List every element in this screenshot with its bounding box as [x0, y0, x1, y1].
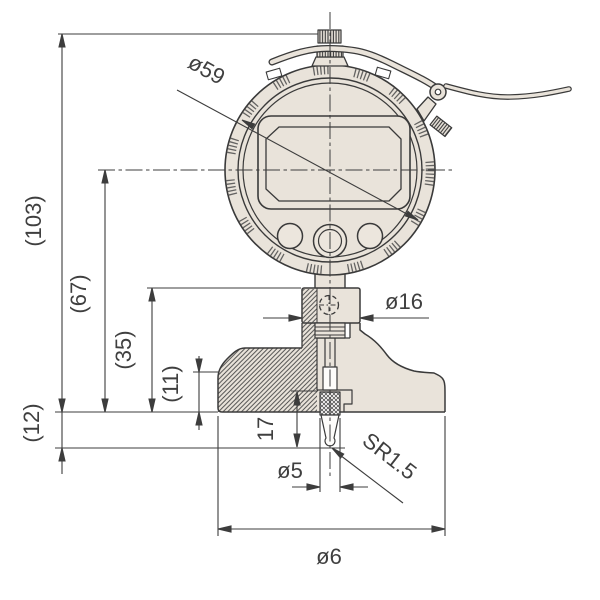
- dim-contact-point-length: 17: [253, 391, 301, 448]
- dim-contact-shaft-diameter: ø5: [277, 418, 368, 492]
- dimensions: (103) (12) (67) (35) (11): [19, 33, 446, 569]
- lever-bracket: [416, 96, 437, 122]
- lever-pivot-hole: [434, 88, 442, 96]
- dim-base-diameter: ø6: [217, 416, 446, 569]
- dim-label-clamp-top-height: (35): [111, 330, 136, 369]
- dim-clamp-top-height: (35): [111, 287, 156, 413]
- bezel-notch-right: [374, 66, 392, 80]
- base-left-hatch: [218, 348, 302, 412]
- stem-clamp-block: [301, 287, 361, 339]
- centerlines: [98, 12, 452, 478]
- button-right: [356, 222, 384, 250]
- dim-label-dial-diameter: ø59: [184, 49, 229, 89]
- dim-center-height: (67): [66, 169, 109, 413]
- button-left: [276, 222, 304, 250]
- lcd-display-window: [265, 126, 402, 202]
- clamp-hatch-strip: [302, 289, 317, 323]
- base-section: [217, 288, 446, 413]
- lever-band: [269, 46, 441, 92]
- bezel-clamp-screw: [429, 115, 453, 138]
- lever-arm: [444, 84, 571, 99]
- dim-base-edge-height: (11): [158, 356, 203, 430]
- bezel-notch-left: [265, 67, 283, 81]
- dim-label-contact-shaft-diameter: ø5: [277, 458, 303, 483]
- dim-label-overall-height: (103): [21, 195, 46, 246]
- dim-tip-sphere-radius: SR1.5: [331, 427, 421, 504]
- dim-label-stem-diameter: ø16: [385, 289, 423, 314]
- lifting-lever-assembly: [268, 29, 572, 138]
- dim-overall-height: (103): [21, 33, 66, 474]
- dim-label-base-edge-height: (11): [158, 365, 183, 403]
- dim-stem-diameter: ø16: [263, 289, 429, 322]
- dim-tip-projection: (12): [19, 403, 66, 462]
- dim-label-tip-projection: (12): [19, 403, 44, 442]
- dim-label-contact-point-length: 17: [253, 417, 278, 441]
- dim-label-center-height: (67): [66, 274, 91, 313]
- gauge-body: [217, 29, 572, 447]
- dim-label-base-diameter: ø6: [316, 544, 342, 569]
